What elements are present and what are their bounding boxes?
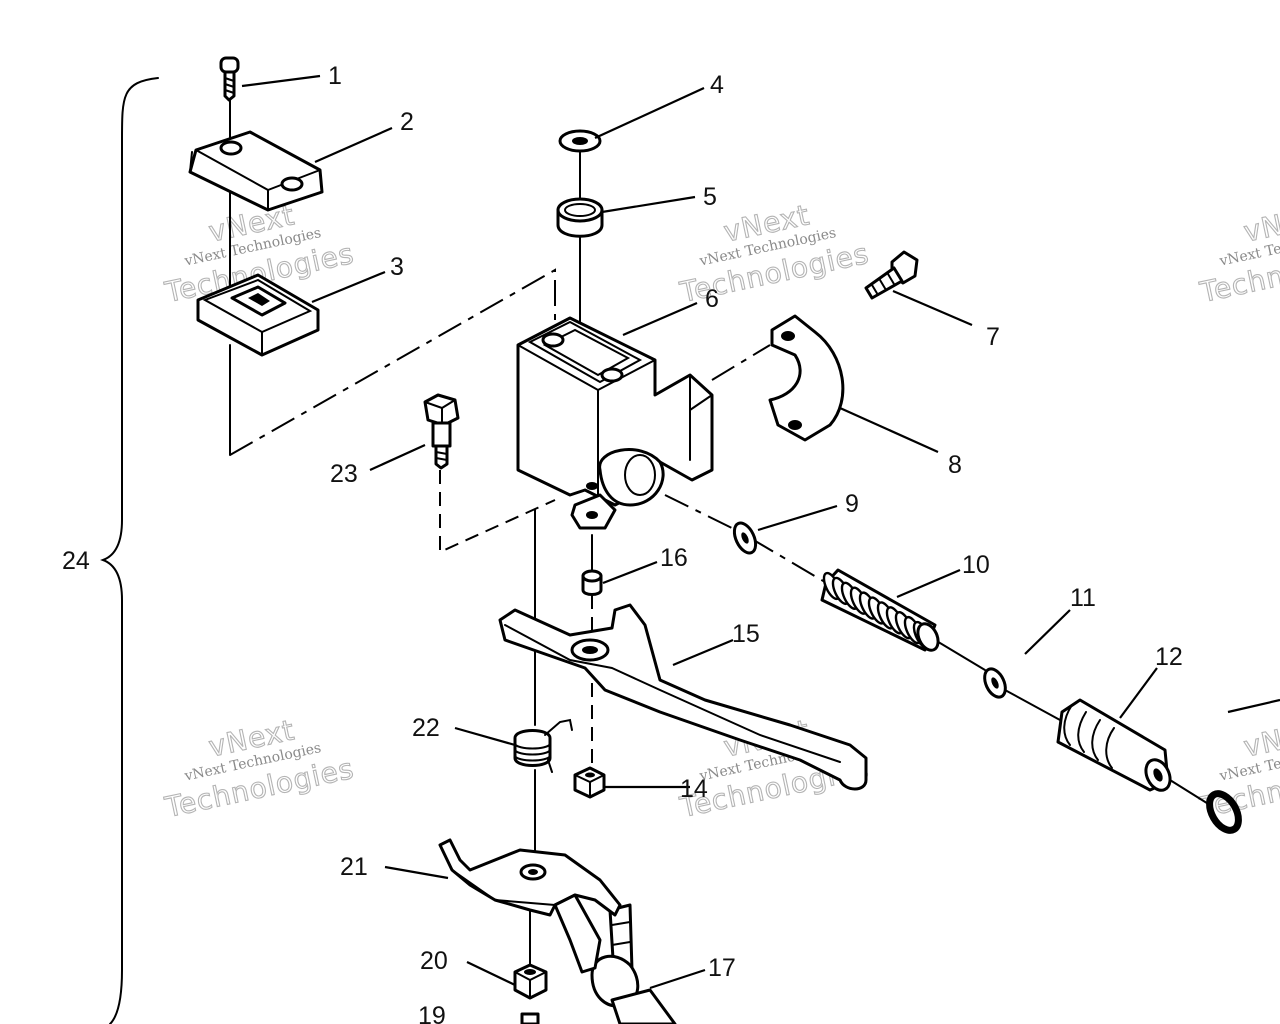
callout-22: 22 [412, 714, 440, 742]
callout-3: 3 [390, 253, 404, 281]
part-10-spring [820, 568, 940, 652]
part-17-switch [590, 903, 677, 1024]
part-12-dust-boot [1056, 698, 1172, 792]
callout-4: 4 [710, 71, 724, 99]
leader-lines [241, 74, 1280, 990]
part-8-clamp [768, 314, 845, 442]
callout-17: 17 [708, 954, 736, 982]
callout-21: 21 [340, 853, 368, 881]
axis-line-clamp [711, 344, 771, 381]
callout-1: 1 [328, 62, 342, 90]
callout-20: 20 [420, 947, 448, 975]
callout-24: 24 [62, 547, 90, 575]
axis-line-reservoir [229, 268, 556, 456]
callout-12: 12 [1155, 643, 1183, 671]
callout-23: 23 [330, 460, 358, 488]
watermark-left-bottom: vNext vNext Technologies Technologies [161, 713, 358, 825]
part-7-clamp-screw [864, 250, 919, 300]
part-16-pin [581, 569, 603, 596]
part-14-nut [573, 766, 606, 799]
part-23-shoulder-bolt [423, 393, 460, 470]
callout-5: 5 [703, 183, 717, 211]
part-2-reservoir-cover [188, 130, 324, 212]
part-11-washer [983, 667, 1007, 699]
part-5-cup [556, 197, 604, 238]
part-9-washer [732, 521, 758, 555]
part-15-lever [498, 603, 868, 791]
axis-line-boot [1004, 689, 1061, 721]
callout-2: 2 [400, 108, 414, 136]
callout-16: 16 [660, 544, 688, 572]
callout-labels: 1 2 3 4 5 6 7 8 9 10 11 12 14 15 16 17 1… [62, 62, 1183, 1024]
callout-7: 7 [986, 323, 1000, 351]
callout-15: 15 [732, 620, 760, 648]
part-21-bracket [438, 838, 622, 974]
assembly-brace [100, 77, 159, 1024]
callout-6: 6 [705, 285, 719, 313]
part-1-screw [219, 56, 240, 102]
callout-19: 19 [418, 1002, 446, 1024]
axis-line-washer11 [934, 639, 986, 671]
part-13-ring [1206, 790, 1242, 834]
part-4-washer [558, 129, 602, 153]
axis-line-ring [1169, 779, 1211, 806]
watermark-right-top: vNext vNext Technologies Technologies [1196, 198, 1280, 310]
watermark-center-top: vNext vNext Technologies Technologies [676, 198, 873, 310]
part-22-torsion-spring [513, 718, 573, 773]
part-6-master-cylinder-body [516, 316, 714, 530]
part-20-lock-nut [513, 963, 548, 1000]
part-3-diaphragm [196, 273, 320, 357]
callout-14: 14 [680, 775, 708, 803]
part-19-bolt [520, 1012, 540, 1024]
callout-8: 8 [948, 451, 962, 479]
axis-line-bolt [439, 470, 556, 554]
callout-10: 10 [962, 551, 990, 579]
assembly-lines [229, 97, 1211, 966]
callout-11: 11 [1070, 584, 1096, 612]
callout-9: 9 [845, 490, 859, 518]
